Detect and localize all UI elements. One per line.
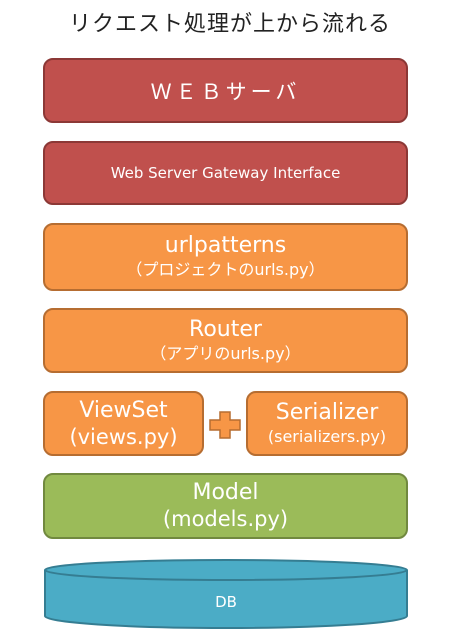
viewset-label: ViewSet xyxy=(79,397,168,423)
wsgi-box: Web Server Gateway Interface xyxy=(43,141,408,205)
serializer-label: Serializer xyxy=(275,399,379,425)
viewset-sublabel: (views.py) xyxy=(69,424,178,449)
diagram-title: リクエスト処理が上から流れる xyxy=(68,12,391,37)
urlpatterns-box: urlpatterns （プロジェクトのurls.py） xyxy=(43,223,408,291)
plus-icon xyxy=(209,411,241,439)
db-cylinder: DB xyxy=(44,559,408,629)
router-box: Router （アプリのurls.py） xyxy=(43,308,408,373)
urlpatterns-sublabel: （プロジェクトのurls.py） xyxy=(126,260,325,279)
model-label: Model xyxy=(192,480,259,505)
web-server-box: ＷＥＢサーバ xyxy=(43,58,408,123)
model-box: Model (models.py) xyxy=(43,473,408,539)
serializer-box: Serializer (serializers.py) xyxy=(246,391,408,456)
serializer-sublabel: (serializers.py) xyxy=(267,426,387,446)
wsgi-label: Web Server Gateway Interface xyxy=(110,164,341,182)
router-label: Router xyxy=(189,316,262,342)
viewset-box: ViewSet (views.py) xyxy=(43,391,204,456)
db-label: DB xyxy=(215,593,237,611)
web-server-label: ＷＥＢサーバ xyxy=(150,79,301,104)
router-sublabel: （アプリのurls.py） xyxy=(150,343,301,363)
urlpatterns-label: urlpatterns xyxy=(164,233,287,258)
model-sublabel: (models.py) xyxy=(162,507,289,531)
